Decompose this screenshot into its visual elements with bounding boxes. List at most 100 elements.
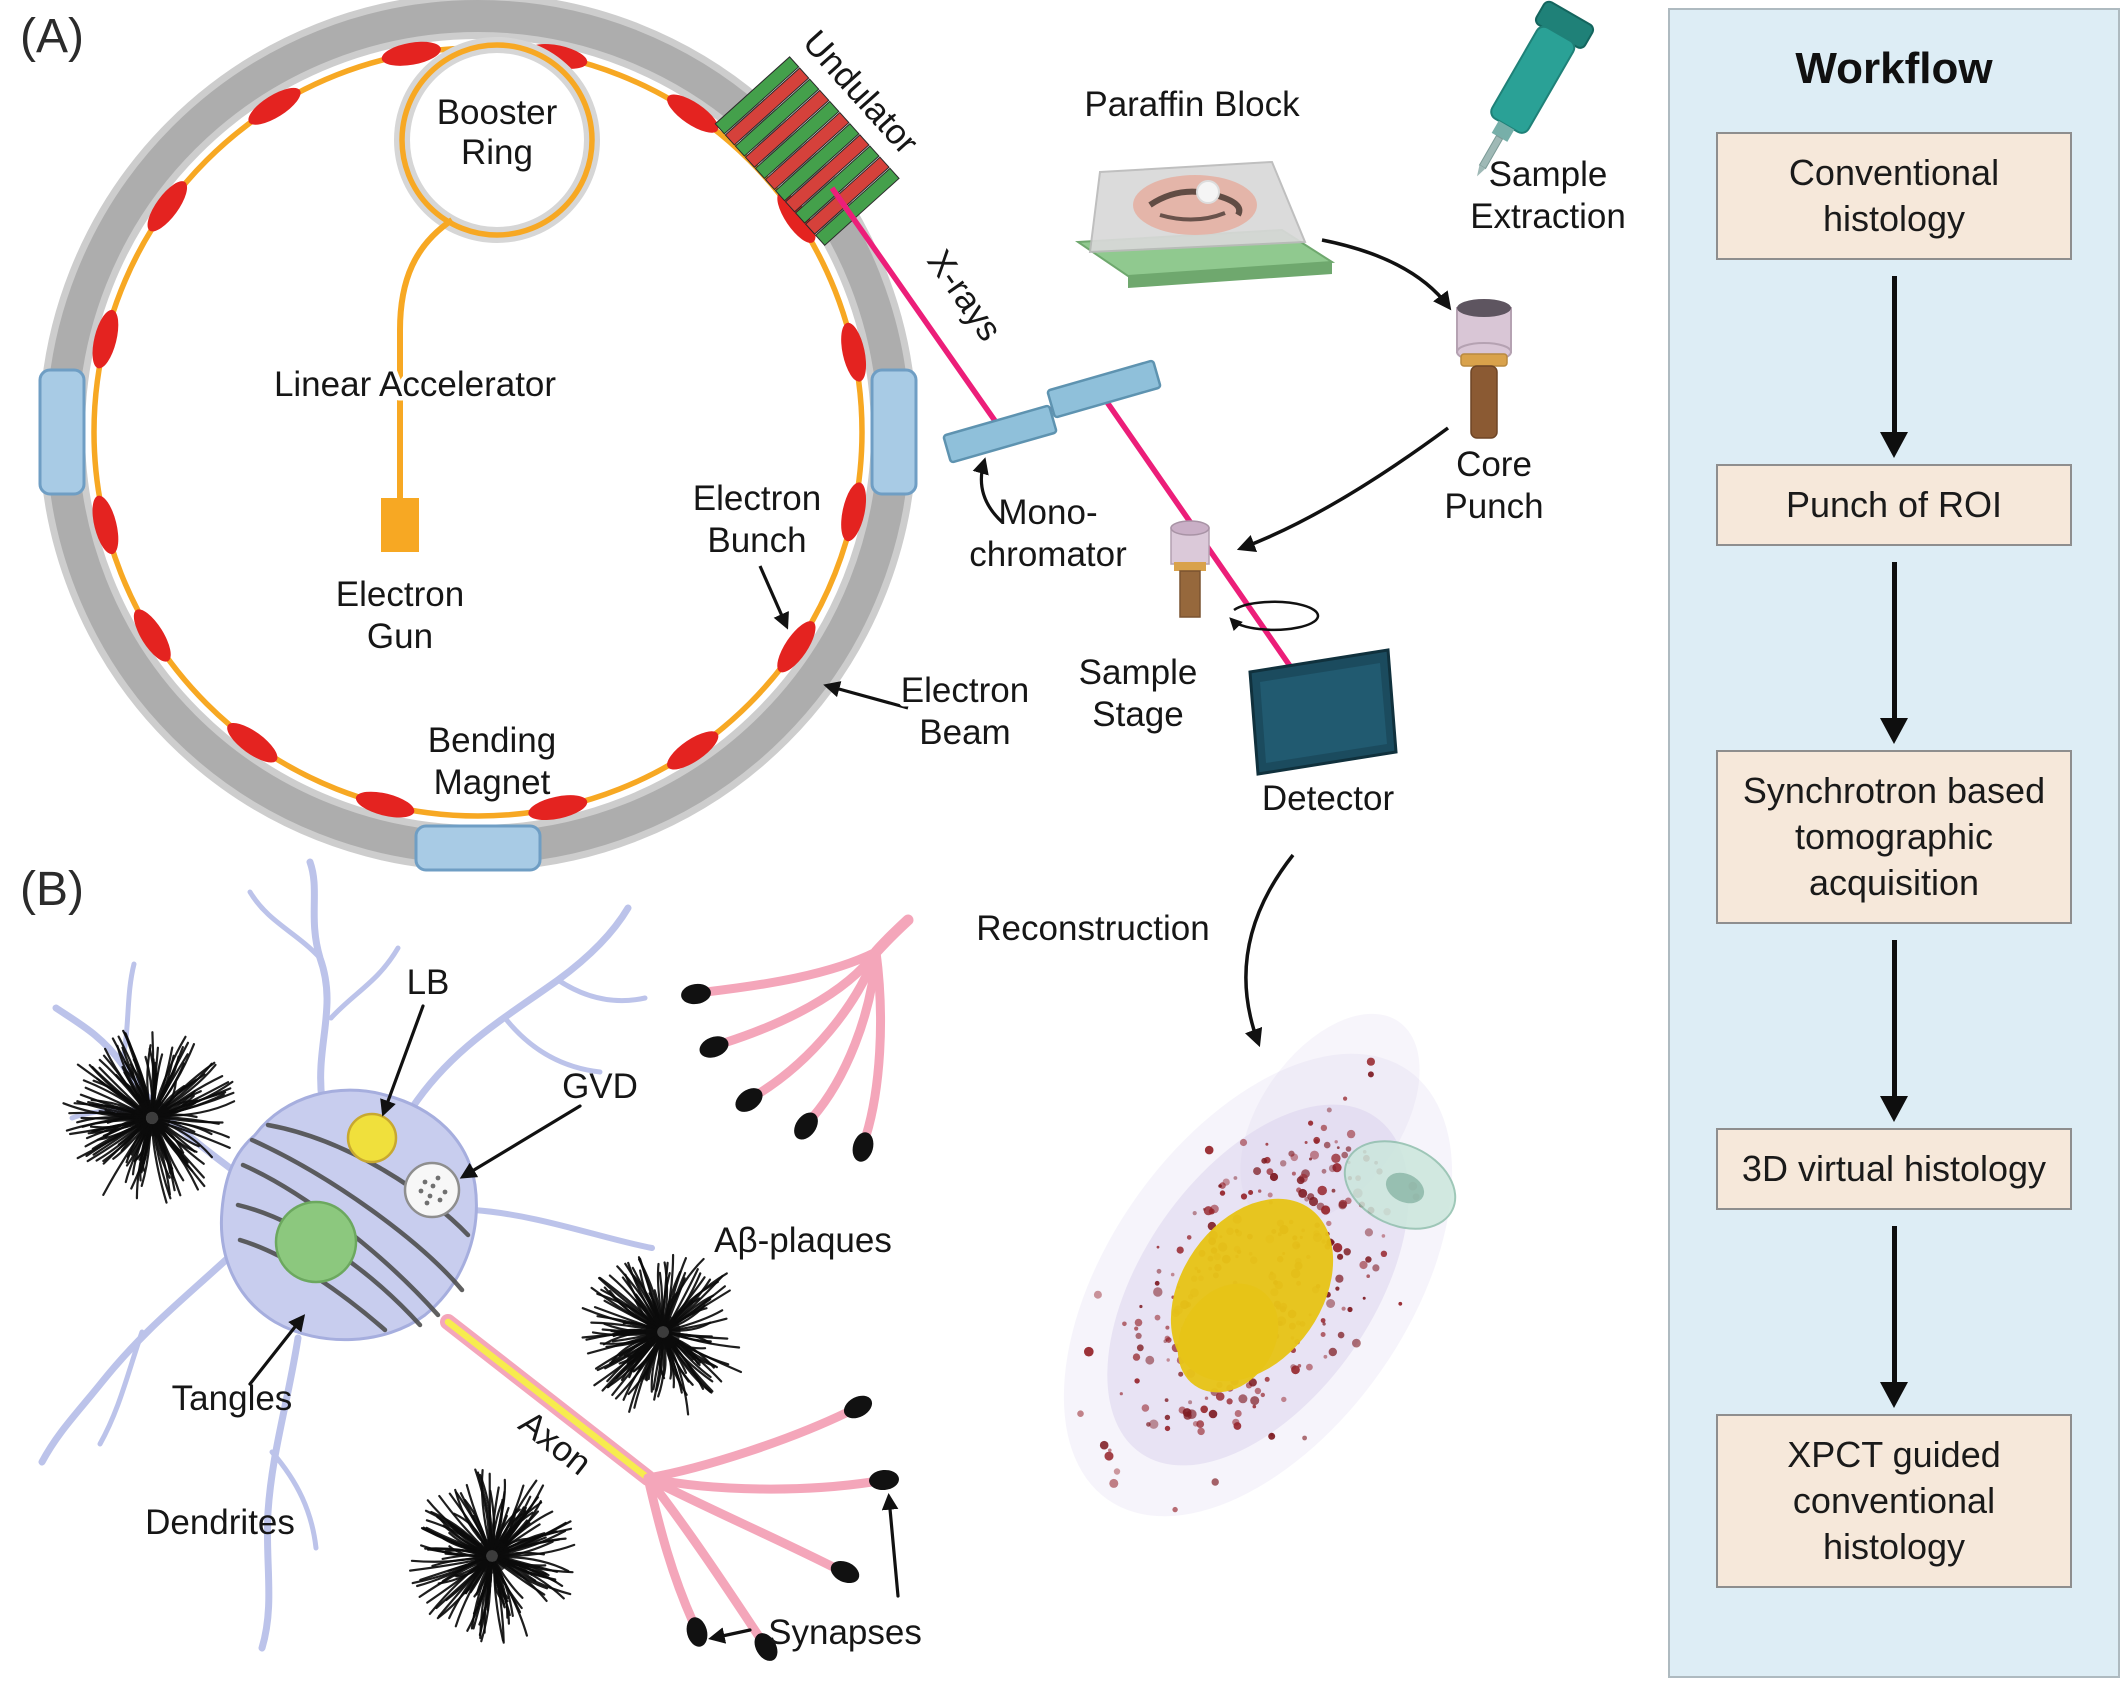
recon-particle [1099,1440,1109,1450]
recon-particle [1313,1136,1321,1144]
recon-particle [1164,1425,1171,1432]
recon-particle [1233,1176,1238,1180]
recon-particle [1364,1228,1373,1237]
recon-particle [1269,1172,1279,1182]
arrow-punch-to-stage [1236,426,1450,553]
panel-b-label: (B) [20,863,84,916]
recon-particle [1331,1153,1341,1164]
recon-particle [1267,1192,1273,1198]
recon-particle [1268,1432,1276,1440]
recon-particle [1323,1354,1328,1359]
recon-particle [1332,1243,1343,1253]
workflow-arrow [1891,276,1897,434]
arrow-electron-beam [823,681,909,710]
recon-particle [1122,1321,1127,1327]
electron-bunch [777,191,816,243]
recon-particle [1170,1272,1175,1277]
recon-particle [1291,1171,1296,1176]
arrow-monochromator [972,457,1004,524]
recon-particle [1234,1410,1242,1417]
recon-particle [1109,1478,1119,1488]
recon-particle [1308,1120,1314,1126]
recon-particle [1381,1234,1386,1238]
booster-ring-label: Booster [437,93,558,132]
recon-particle [1302,1435,1307,1441]
recon-particle [1341,1306,1346,1311]
core-punch-shape [1456,299,1512,439]
recon-particle [1290,1153,1299,1162]
recon-particle [1338,1201,1347,1210]
electron-bunches [92,41,867,821]
booster-ring-label: Ring [461,133,533,172]
recon-particle [1335,1274,1344,1283]
plaque-core [474,1538,510,1574]
recon-particle [1164,1398,1169,1402]
recon-particle [1343,1248,1351,1256]
recon-particle [1336,1146,1340,1149]
recon-particle [1265,1142,1269,1146]
linear-accelerator-line [397,217,454,498]
electron-bunch-label: Electron [693,479,821,518]
recon-particle [1366,1274,1370,1278]
recon-particle [1264,1376,1270,1382]
recon-particle [1149,1419,1159,1429]
sample-stage-shape [1170,520,1320,632]
electron-bunch [147,181,188,232]
recon-particle [1309,1157,1312,1161]
tissue-section [1133,175,1257,235]
booster-ring [399,42,595,238]
electron-bunch [92,309,119,369]
punched-hole [1196,180,1220,204]
recon-particle [1204,1145,1214,1155]
recon-particle [1248,1378,1257,1387]
arrow-gvd [459,1104,582,1179]
recon-particle [1331,1188,1336,1193]
electron-bunch [133,609,171,662]
recon-particle [1233,1422,1242,1430]
arrow-synapse-2 [881,1493,900,1598]
bending-magnet-label: Magnet [434,763,551,802]
recon-particle [1192,1211,1197,1216]
sample-extraction-label: Sample [1489,155,1608,194]
plaque-core [645,1314,681,1350]
recon-particle [1240,1193,1248,1200]
electron-bunch [227,722,278,763]
recon-particle [1304,1196,1310,1202]
arrow-tangles [248,1314,306,1386]
recon-particle [1308,1196,1319,1207]
recon-particle [1135,1332,1142,1339]
arrow-reconstruction [1244,853,1295,1048]
electron-beam-label: Electron [901,671,1029,710]
recon-particle [1266,1168,1274,1175]
arrow-block-to-punch [1321,238,1452,311]
recon-particle [1337,1253,1344,1260]
soma [219,1088,478,1342]
recon-particle [1366,1057,1375,1066]
plaque-fiber [488,1472,492,1551]
recon-particle [1238,1394,1248,1404]
detector-shape [1248,648,1398,776]
recon-particle [1200,1405,1208,1414]
recon-particle [1253,1167,1262,1176]
recon-particle [1204,1396,1209,1400]
amyloid-plaque [62,1029,236,1204]
arrow-synapse-1 [708,1627,752,1644]
recon-particle [1326,1299,1336,1308]
recon-particle [1139,1304,1143,1309]
paraffin-block-label: Paraffin Block [1084,85,1300,124]
recon-particle [1119,1392,1123,1396]
recon-particle [1322,1322,1326,1326]
gvd-shape [403,1161,461,1219]
undulator-shape [714,56,900,246]
recon-particle [1215,1392,1225,1401]
bending-magnet-left [38,368,86,496]
recon-particle [1359,1260,1368,1270]
recon-particle [1321,1168,1327,1174]
recon-particle [1208,1409,1218,1419]
tangles-label: Tangles [172,1379,293,1418]
workflow-step-conventional-histology: Conventional histology [1716,132,2072,261]
core-punch-label: Punch [1444,487,1543,526]
recon-particle [1154,1314,1161,1321]
electron-bunch [777,621,816,673]
recon-particle [1365,1256,1372,1263]
